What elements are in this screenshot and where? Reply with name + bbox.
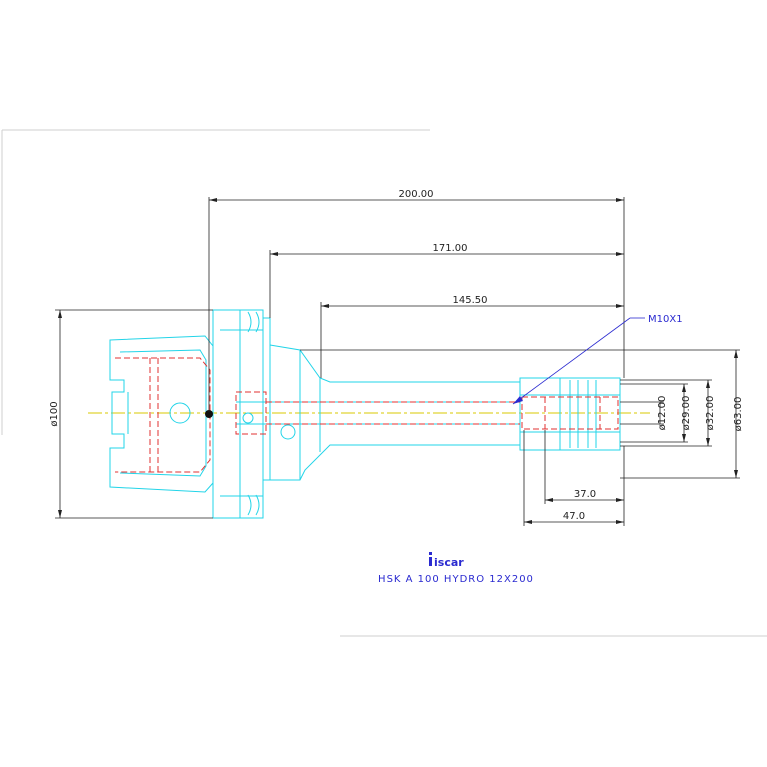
dim-length-47: 47.0: [563, 511, 585, 522]
dim-length-171: 171.00: [433, 243, 468, 254]
sheet-frame: [1, 129, 767, 637]
dimension-arrows: [58, 198, 738, 524]
dim-dia-12: ø12.00: [657, 396, 668, 431]
logo-text: iscar: [434, 556, 464, 569]
hidden-lines: [115, 357, 619, 473]
datum-point: [205, 410, 213, 418]
dim-length-37: 37.0: [574, 489, 596, 500]
dim-dia-63: ø63.00: [733, 397, 744, 432]
drawing-title: HSK A 100 HYDRO 12X200: [378, 574, 534, 585]
dim-length-145: 145.50: [453, 295, 488, 306]
dimension-lines: [55, 197, 740, 526]
callout-arrow: [513, 396, 523, 404]
dim-dia-100: ø100: [49, 401, 60, 426]
dim-dia-32: ø32.00: [705, 396, 716, 431]
dim-total-length: 200.00: [399, 189, 434, 200]
thread-callout-leader: [512, 317, 645, 405]
iscar-logo: iscar: [429, 552, 464, 569]
dim-dia-29: ø29.00: [681, 396, 692, 431]
holder-outline: [109, 309, 621, 519]
thread-callout: M10X1: [648, 314, 683, 325]
